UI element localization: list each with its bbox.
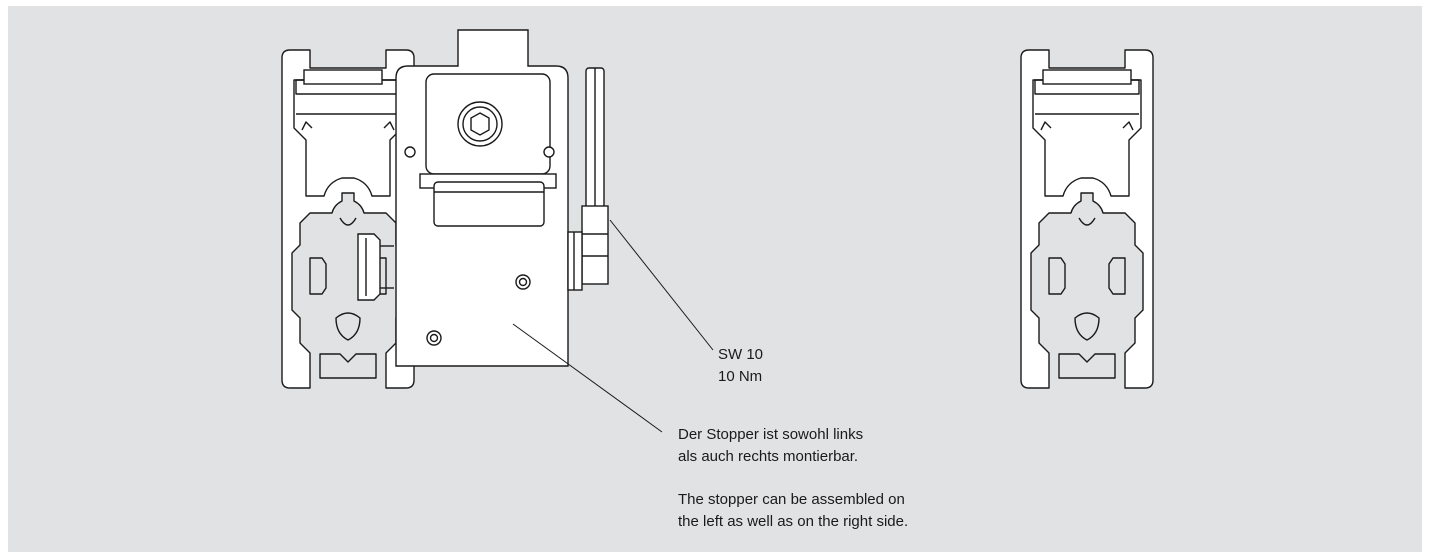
note-en-line2: the left as well as on the right side.: [678, 513, 909, 530]
mounting-note-en: The stopper can be assembled on the left…: [678, 489, 908, 533]
technical-drawing: [281, 29, 1154, 433]
stopper-assembly: [357, 29, 609, 367]
torque-label: 10 Nm: [718, 368, 763, 385]
drawing-canvas: SW 10 10 Nm Der Stopper ist sowohl links…: [8, 6, 1422, 552]
wrench-torque-note: SW 10 10 Nm: [718, 344, 763, 388]
right-profile: [1020, 49, 1154, 389]
leader-line-wrench: [609, 219, 714, 351]
left-profile: [281, 49, 415, 389]
mounting-note-de: Der Stopper ist sowohl links als auch re…: [678, 424, 863, 468]
note-en-line1: The stopper can be assembled on: [678, 491, 905, 508]
leader-line-note: [512, 323, 663, 433]
note-de-line1: Der Stopper ist sowohl links: [678, 426, 864, 443]
wrench-size-label: SW 10: [718, 346, 764, 363]
note-de-line2: als auch rechts montierbar.: [678, 448, 859, 465]
